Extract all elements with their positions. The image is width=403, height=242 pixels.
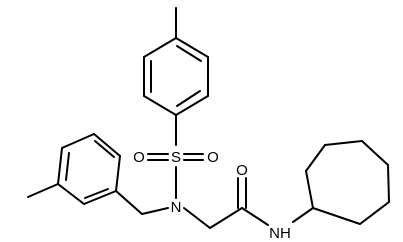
bond-ring2-d [61,133,95,149]
bond-ring1-c [175,95,209,116]
bond-ring1-a [175,37,209,58]
atom-label-nh: NH [269,225,291,242]
bond-n-to-ch2 [141,207,169,215]
bond-nh-to-ring [292,207,314,223]
acetamide-chain [183,177,314,229]
bond-ring3-b [305,144,326,172]
bond-c-to-nh [241,207,269,226]
atom-label-o-right: O [207,149,219,166]
tolyl-ring [143,7,209,116]
atom-label-o-carbonyl: O [236,162,248,179]
bond-ring3-c [324,140,363,146]
bond-ring3-f [359,201,390,225]
sulfonyl-group [147,114,204,199]
bond-ch2b-to-c [209,207,243,229]
cycloheptyl-ring [305,140,390,225]
atom-label-o-left: O [133,149,145,166]
bond-ring2-f [115,155,121,192]
bond-ring2-a [83,190,117,205]
bond-n-to-ch2b [183,207,211,229]
bond-methyl-left [27,183,59,198]
bond-ring1-d [143,95,177,116]
bond-ring2-c [57,147,63,185]
bond-ring3-a [305,170,314,209]
bond-ring1-f [143,37,177,58]
bond-ch2-to-ring [115,190,143,215]
bond-ring2-inner-3 [94,140,115,158]
bond-ring2-inner-2 [65,152,70,181]
atom-label-n: N [171,199,182,216]
atom-label-s: S [171,149,181,166]
bond-ring3-g [312,207,361,225]
bond-ring3-e [387,164,390,203]
bond-ring2-inner-1 [84,188,109,199]
methylbenzyl-group [27,133,169,215]
bond-ring3-d [361,140,389,166]
bond-ring2-b [57,183,85,205]
bond-ring2-e [93,133,121,157]
bond-ring1-inner-2 [176,90,201,107]
bond-ring1-inner-1 [176,45,202,62]
